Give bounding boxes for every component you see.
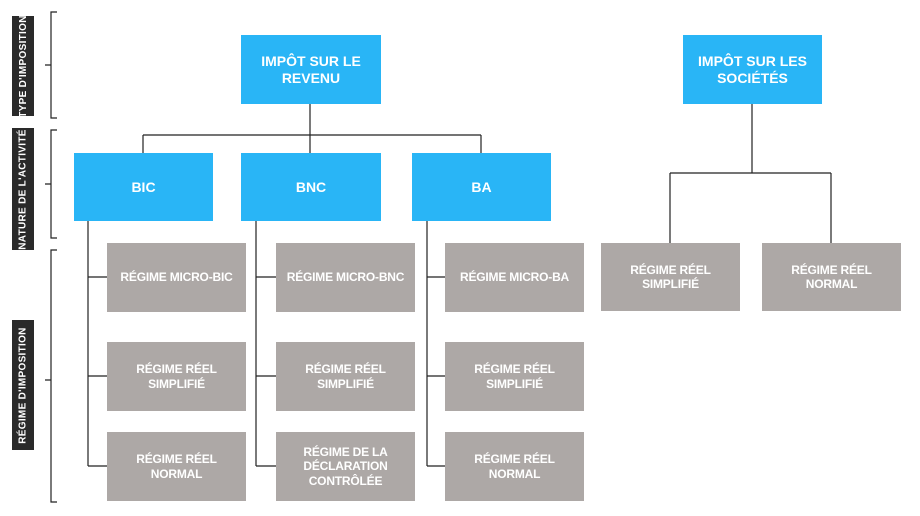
connector-bic-regimes	[87, 221, 107, 467]
box-bic-regime-reel-simplifie: Régime réel simplifié	[107, 342, 246, 411]
box-ba: BA	[412, 153, 551, 221]
label-regime-imposition: Régime d'imposition	[12, 320, 34, 450]
box-bic-regime-micro: Régime micro-BIC	[107, 243, 246, 312]
box-is-regime-reel-normal: Régime réel normal	[762, 243, 901, 311]
box-is-regime-reel-simplifie: Régime réel simplifié	[601, 243, 740, 311]
connector-ir-to-activities	[142, 104, 482, 153]
box-bnc-regime-micro: Régime micro-BNC	[276, 243, 415, 312]
bracket-type-imposition	[45, 11, 57, 119]
box-ba-regime-reel-simplifie: Régime réel simplifié	[445, 342, 584, 411]
box-impot-sur-les-societes: Impôt sur les sociétés	[683, 35, 822, 104]
box-ba-regime-reel-normal: Régime réel normal	[445, 432, 584, 501]
box-impot-sur-le-revenu: Impôt sur le revenu	[241, 35, 381, 104]
connector-bnc-regimes	[255, 221, 276, 467]
box-bnc-regime-declaration-controlee: Régime de la déclaration contrôlée	[276, 432, 415, 501]
connector-is-regimes	[669, 104, 832, 243]
bracket-regime-imposition	[45, 249, 57, 503]
box-bnc: BNC	[241, 153, 381, 221]
box-bnc-regime-reel-simplifie: Régime réel simplifié	[276, 342, 415, 411]
box-bic: BIC	[74, 153, 213, 221]
connector-ba-regimes	[426, 221, 445, 467]
bracket-nature-activite	[45, 129, 57, 239]
box-bic-regime-reel-normal: Régime réel normal	[107, 432, 246, 501]
label-type-imposition: Type d'imposition	[12, 15, 34, 117]
label-nature-activite: Nature de l'activité	[12, 128, 34, 250]
box-ba-regime-micro: Régime micro-BA	[445, 243, 584, 312]
